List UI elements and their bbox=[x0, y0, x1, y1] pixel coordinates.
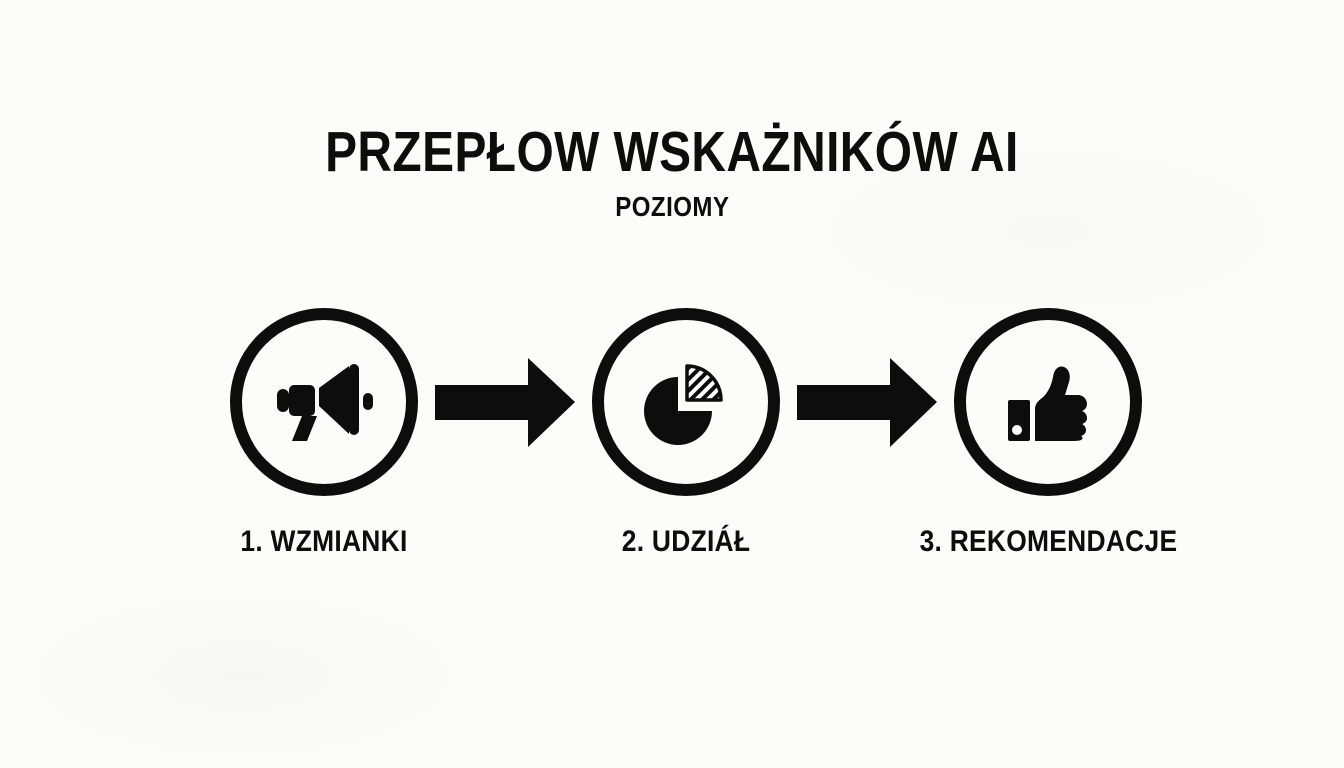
right-arrow-icon bbox=[797, 358, 937, 447]
step-label-1: 1. WZMIANKI bbox=[240, 525, 408, 558]
step-circle-1 bbox=[230, 308, 418, 496]
flow-diagram: 1. WZMIANKI bbox=[0, 308, 1344, 557]
step-circle-3 bbox=[954, 308, 1142, 496]
megaphone-icon bbox=[276, 363, 373, 441]
flow-step-rekomendacje: 3. REKOMENDACJE bbox=[919, 308, 1177, 557]
step-circle-2 bbox=[592, 308, 780, 496]
header: PRZEPŁOW WSKAŻNIKÓW AI bbox=[0, 124, 1344, 181]
flow-connector-1 bbox=[418, 308, 592, 447]
thumbs-up-icon bbox=[1008, 366, 1087, 441]
step-label-3: 3. REKOMENDACJE bbox=[919, 525, 1177, 558]
flow-step-udzial: 2. UDZIÁŁ bbox=[592, 308, 780, 557]
flow-connector-2 bbox=[780, 308, 954, 447]
pie-chart-icon bbox=[644, 364, 723, 445]
step-label-2: 2. UDZIÁŁ bbox=[621, 525, 751, 558]
page-subtitle: POZIOMY bbox=[614, 191, 730, 222]
flow-step-wzmianki: 1. WZMIANKI bbox=[230, 308, 418, 557]
right-arrow-icon bbox=[435, 358, 575, 447]
page-title: PRZEPŁOW WSKAŻNIKÓW AI bbox=[325, 120, 1019, 184]
